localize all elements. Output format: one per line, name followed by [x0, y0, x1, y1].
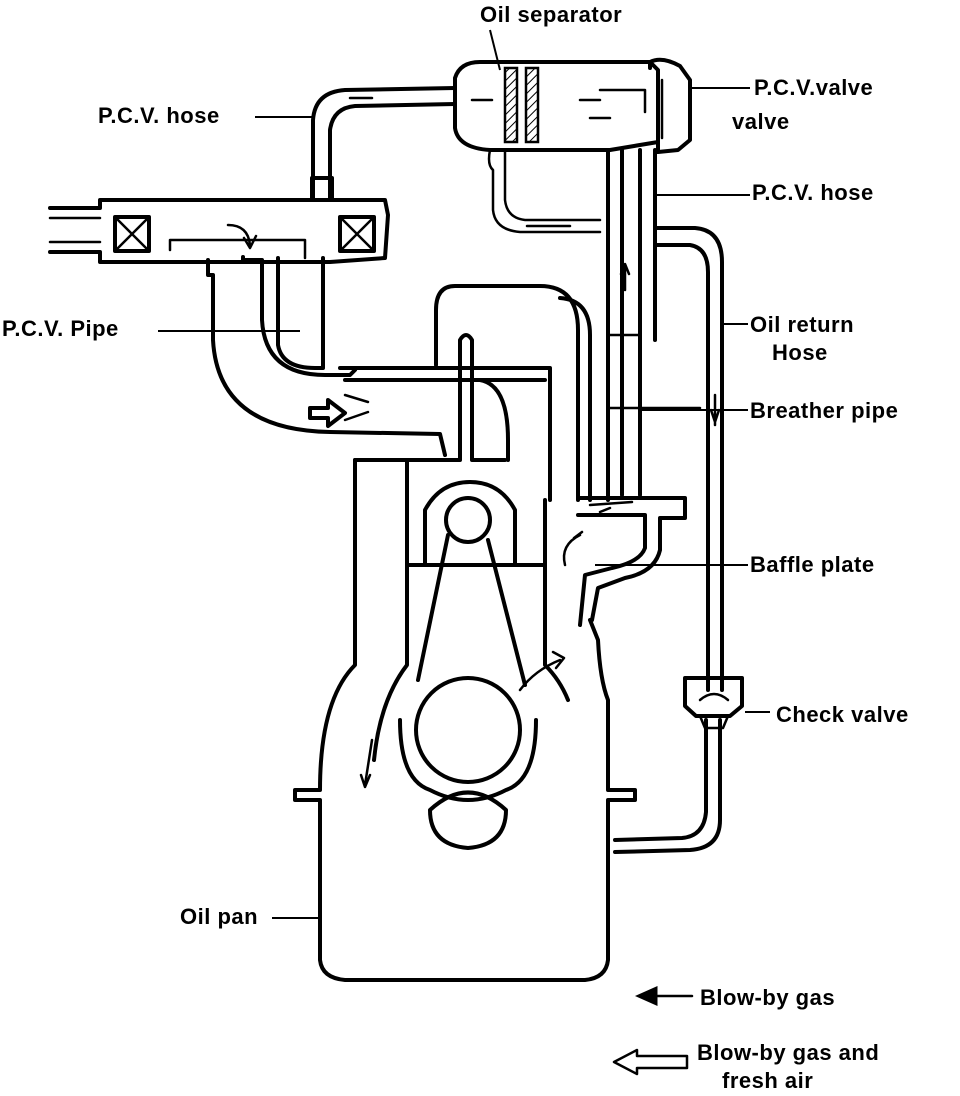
label-oil-return-hose-line2: Hose — [772, 340, 828, 365]
label-pcv-valve: P.C.V.valve — [754, 75, 874, 100]
pcv-pipe — [206, 223, 447, 457]
fresh-air-arrow — [308, 398, 347, 428]
oil-separator — [453, 60, 660, 152]
air-cleaner-housing — [48, 198, 390, 264]
label-pcv-pipe: P.C.V. Pipe — [2, 316, 119, 341]
label-breather-pipe: Breather pipe — [750, 398, 899, 423]
label-oil-separator: Oil separator — [480, 2, 623, 27]
check-valve — [683, 676, 744, 730]
label-oil-return-hose-line1: Oil return — [750, 312, 855, 337]
label-baffle-plate: Baffle plate — [750, 552, 875, 577]
baffle-plate — [562, 496, 687, 627]
legend-blow-by-gas-fresh-air-line2: fresh air — [722, 1068, 814, 1093]
label-check-valve: Check valve — [776, 702, 909, 727]
oil-return-hose — [487, 148, 724, 854]
legend-blow-by-gas-fresh-air-line1: Blow-by gas and — [697, 1040, 880, 1065]
label-pcv-valve-line2: valve — [732, 109, 790, 134]
engine-block — [293, 458, 637, 982]
label-oil-pan: Oil pan — [180, 904, 259, 929]
label-pcv-hose-right: P.C.V. hose — [752, 180, 874, 205]
leader-lines — [158, 29, 770, 919]
pcv-valve — [648, 57, 692, 154]
piston-and-connecting-rod — [359, 480, 566, 850]
pcv-hose-left — [310, 86, 457, 202]
breather-pipe — [434, 148, 702, 502]
label-pcv-hose-left: P.C.V. hose — [98, 103, 220, 128]
legend-blow-by-gas: Blow-by gas — [700, 985, 836, 1010]
cylinder-head — [338, 333, 552, 502]
legend-fresh-air-arrow — [612, 1048, 689, 1076]
